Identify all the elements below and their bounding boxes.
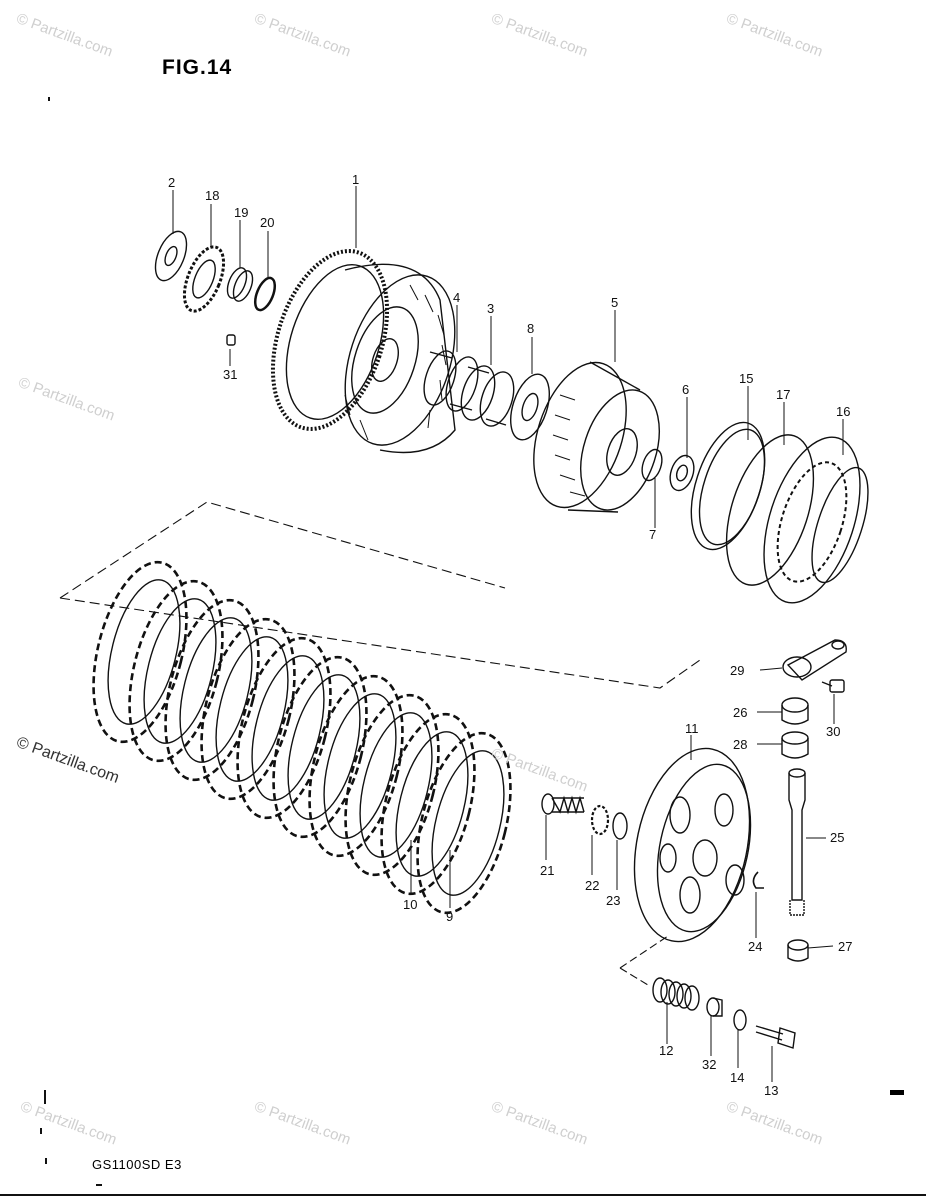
callout-11: 11 bbox=[685, 721, 699, 736]
callout-21: 21 bbox=[540, 863, 555, 878]
part-23-washer bbox=[612, 812, 628, 840]
plate-inner-edge bbox=[287, 674, 361, 820]
part-28-bearing bbox=[781, 731, 809, 759]
callout-7: 7 bbox=[649, 527, 657, 542]
model-code: GS1100SD E3 bbox=[92, 1157, 182, 1172]
callout-17: 17 bbox=[776, 387, 791, 402]
part-22-bearing bbox=[590, 804, 610, 836]
callout-26: 26 bbox=[733, 705, 748, 720]
part-17-spring-washer bbox=[725, 434, 815, 586]
part-12-clutch-spring bbox=[652, 977, 700, 1011]
part-19-spacer bbox=[226, 267, 254, 302]
driven-plate bbox=[236, 636, 332, 820]
drive-plate bbox=[344, 693, 440, 877]
callout-14: 14 bbox=[730, 1070, 745, 1085]
part-15-wire-ring bbox=[690, 421, 766, 551]
lower-group-outline bbox=[619, 935, 669, 969]
leader-lines bbox=[172, 186, 844, 1082]
callout-25: 25 bbox=[830, 830, 845, 845]
callout-18: 18 bbox=[205, 188, 220, 203]
part-7-lock-washer bbox=[641, 448, 663, 482]
callout-19: 19 bbox=[234, 205, 249, 220]
callout-8: 8 bbox=[527, 321, 535, 336]
scan-marks bbox=[0, 97, 926, 1196]
callout-4: 4 bbox=[453, 290, 461, 305]
part-27-bushing bbox=[787, 939, 809, 962]
part-8-washer bbox=[510, 373, 550, 441]
driven-plate bbox=[308, 674, 404, 858]
callout-12: 12 bbox=[659, 1043, 674, 1058]
callout-31: 31 bbox=[223, 367, 238, 382]
part-31-pin bbox=[226, 334, 236, 346]
callout-28: 28 bbox=[733, 737, 748, 752]
drive-plate bbox=[272, 655, 368, 839]
driven-plate bbox=[164, 598, 260, 782]
driven-plate bbox=[92, 560, 188, 744]
callout-3: 3 bbox=[487, 301, 495, 316]
plate-inner-edge bbox=[359, 712, 433, 858]
callout-16: 16 bbox=[836, 404, 851, 419]
callout-29: 29 bbox=[730, 663, 745, 678]
callout-6: 6 bbox=[682, 382, 690, 397]
figure-title: FIG.14 bbox=[162, 56, 233, 79]
callout-30: 30 bbox=[826, 724, 841, 739]
part-25-release-shaft bbox=[788, 768, 806, 916]
plate-inner-edge bbox=[215, 636, 289, 782]
callout-15: 15 bbox=[739, 371, 754, 386]
part-4-needle-bearing bbox=[423, 350, 479, 412]
part-21-spring bbox=[541, 793, 585, 815]
part-6-nut bbox=[669, 454, 695, 492]
drive-plate bbox=[128, 579, 224, 763]
part-5-clutch-sleeve-hub bbox=[533, 361, 660, 513]
part-1-primary-driven-gear bbox=[270, 249, 456, 454]
part-3-sleeve bbox=[460, 365, 515, 427]
driven-plate bbox=[380, 712, 476, 896]
callout-22: 22 bbox=[585, 878, 600, 893]
part-13-bolt bbox=[755, 1025, 796, 1049]
callout-2: 2 bbox=[168, 175, 176, 190]
callout-32: 32 bbox=[702, 1057, 717, 1072]
plate-inner-edge bbox=[107, 579, 181, 725]
callout-23: 23 bbox=[606, 893, 621, 908]
parts-9-10-clutch-plate-stack bbox=[92, 560, 512, 915]
part-24-clip bbox=[752, 871, 764, 889]
plate-inner-edge bbox=[395, 731, 469, 877]
upper-group-outline bbox=[59, 501, 701, 689]
plate-inner-edge bbox=[323, 693, 397, 839]
part-14-washer bbox=[733, 1009, 747, 1031]
part-20-ring bbox=[253, 276, 277, 312]
plate-inner-edge bbox=[179, 617, 253, 763]
callout-1: 1 bbox=[352, 172, 360, 187]
part-18-sprocket bbox=[182, 245, 226, 313]
drive-plate bbox=[200, 617, 296, 801]
part-30-bolt bbox=[821, 679, 845, 693]
callout-13: 13 bbox=[764, 1083, 779, 1098]
callout-9: 9 bbox=[446, 909, 454, 924]
callout-10: 10 bbox=[403, 897, 418, 912]
page-mark bbox=[890, 1090, 904, 1095]
plate-inner-edge bbox=[143, 598, 217, 744]
callout-20: 20 bbox=[260, 215, 275, 230]
callout-24: 24 bbox=[748, 939, 763, 954]
callout-5: 5 bbox=[611, 295, 619, 310]
callout-27: 27 bbox=[838, 939, 853, 954]
part-16-seat-plate bbox=[763, 436, 869, 604]
plate-inner-edge bbox=[251, 655, 325, 801]
part-26-oil-seal bbox=[781, 697, 809, 725]
drive-plate bbox=[416, 731, 512, 915]
part-11-pressure-plate bbox=[633, 747, 752, 943]
part-32-spacer bbox=[706, 997, 723, 1017]
part-2-thrust-washer bbox=[154, 230, 188, 282]
part-29-release-arm bbox=[782, 639, 847, 681]
